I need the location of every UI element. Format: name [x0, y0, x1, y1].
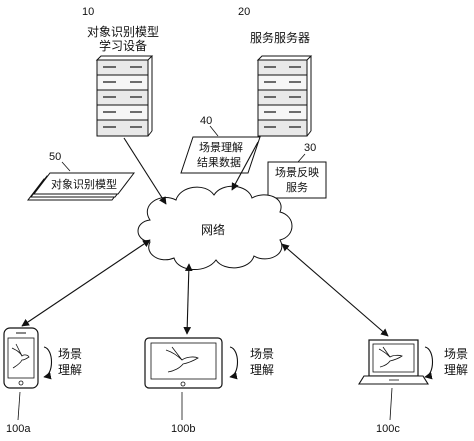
- device-100b: 场景 理解 100b: [144, 337, 274, 435]
- laptop-icon: [358, 339, 429, 385]
- result-data-card: [180, 136, 261, 174]
- connectors: [21, 137, 389, 337]
- loop-arrow-icon: [43, 346, 53, 380]
- learning-device-label-line2: 学习设备: [99, 38, 147, 53]
- object-model-label: 对象识别模型: [51, 177, 117, 191]
- device-100a: 场景 理解 100a: [3, 327, 82, 435]
- device-100a-label-line1: 场景: [58, 347, 82, 361]
- loop-arrow-icon: [229, 346, 239, 380]
- feedback-service-ref: 30: [304, 142, 316, 154]
- object-model-ref: 50: [49, 151, 61, 163]
- object-model-leader: [61, 161, 71, 172]
- feedback-service-label-line1: 场景反映: [275, 165, 319, 179]
- network-label: 网络: [201, 222, 225, 237]
- device-100b-ref: 100b: [171, 423, 195, 435]
- bird-image-icon: [378, 346, 403, 368]
- device-100c-ref: 100c: [376, 423, 400, 435]
- result-data: 40 场景理解 结果数据: [180, 115, 261, 174]
- feedback-service-leader: [297, 153, 306, 163]
- tablet-icon: [144, 337, 223, 389]
- device-100a-leader: [17, 391, 21, 421]
- device-100c: 场景 理解 100c: [358, 339, 468, 435]
- arrow-network-tablet: [183, 263, 193, 335]
- result-data-label-line2: 结果数据: [197, 155, 241, 169]
- server-tower-icon: [95, 55, 154, 137]
- loop-arrow-icon: [424, 346, 434, 380]
- result-data-leader: [209, 125, 219, 137]
- device-100b-label-line1: 场景: [250, 347, 274, 361]
- network-cloud: 网络: [137, 185, 293, 270]
- device-100c-leader: [389, 387, 393, 421]
- service-server-ref: 20: [238, 6, 250, 18]
- device-100a-ref: 100a: [6, 423, 31, 435]
- device-100c-label-line2: 理解: [444, 363, 468, 377]
- arrow-device-to-network: [123, 137, 167, 205]
- bird-image-icon: [165, 346, 199, 373]
- server-tower-icon: [256, 55, 313, 137]
- arrow-network-phone: [21, 239, 151, 327]
- result-data-label-line1: 场景理解: [199, 140, 243, 154]
- service-server: 20 服务服务器: [238, 6, 313, 137]
- learning-device: 10 对象识别模型 学习设备: [82, 6, 159, 137]
- bird-image-icon: [11, 343, 30, 369]
- stacked-sheets-icon: [26, 172, 136, 201]
- object-model: 50 对象识别模型: [26, 151, 136, 201]
- learning-device-label-line1: 对象识别模型: [87, 25, 159, 39]
- cloud-icon: [137, 185, 293, 270]
- feedback-service-label-line2: 服务: [286, 181, 308, 194]
- feedback-service: 30 场景反映 服务: [267, 142, 327, 199]
- learning-device-ref: 10: [82, 6, 94, 18]
- arrow-server-to-network: [231, 141, 259, 191]
- device-100a-label-line2: 理解: [58, 363, 82, 377]
- arrow-network-laptop: [281, 243, 389, 337]
- device-100b-label-line2: 理解: [250, 363, 274, 377]
- smartphone-icon: [3, 327, 39, 389]
- service-server-label: 服务服务器: [250, 30, 310, 45]
- device-100c-label-line1: 场景: [444, 347, 468, 361]
- feedback-service-box: [267, 161, 327, 199]
- result-data-ref: 40: [200, 115, 212, 127]
